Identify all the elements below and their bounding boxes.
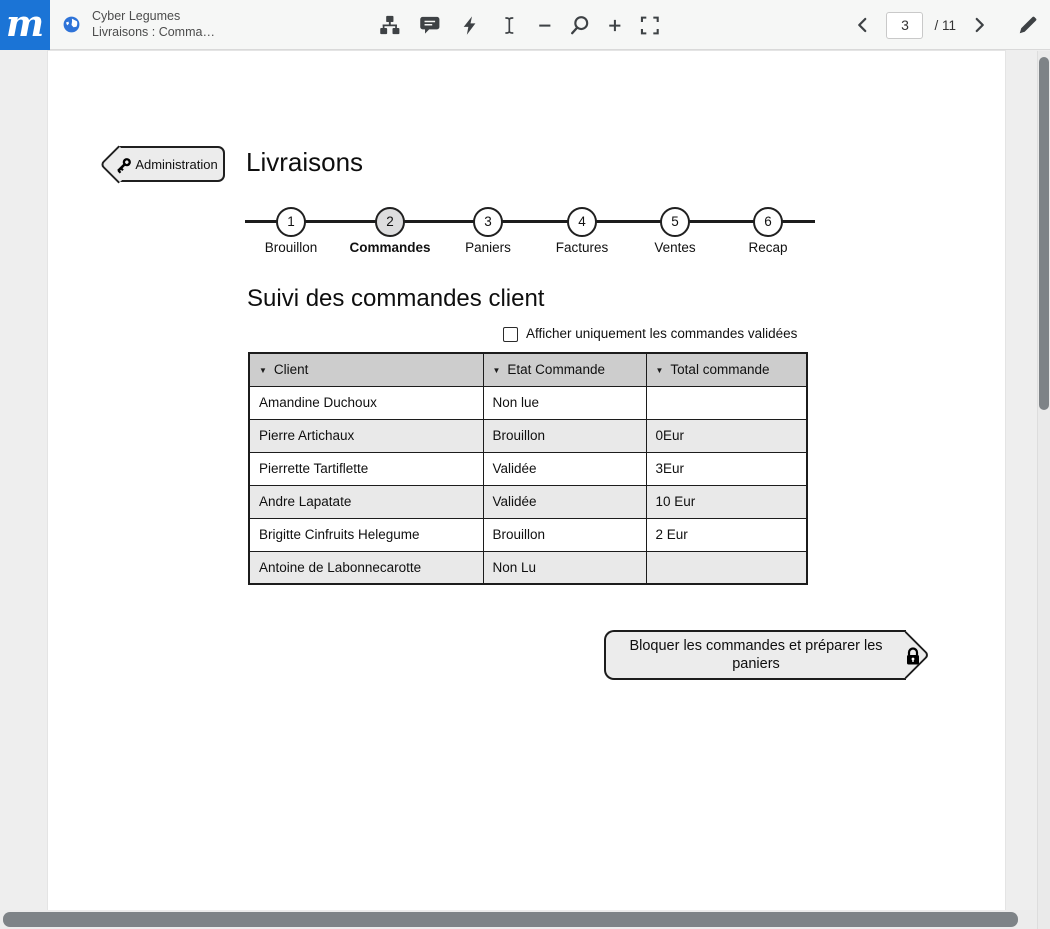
step-label: Paniers [465, 240, 511, 255]
table-cell: Validée [482, 484, 647, 519]
step-circle[interactable]: 6 [753, 207, 783, 237]
table-cell: Non lue [482, 385, 647, 420]
step-label: Commandes [349, 240, 431, 255]
table-cell: 3Eur [645, 451, 808, 486]
orders-table-header-row: ▼Client▼Etat Commande▼Total commande [248, 352, 808, 387]
mockup-name: Livraisons : Comma… [92, 25, 215, 39]
toolbar-right: / 11 [851, 0, 1040, 50]
step-circle[interactable]: 3 [473, 207, 503, 237]
table-cell [645, 385, 808, 420]
vertical-scrollbar-track[interactable] [1037, 51, 1050, 929]
table-cell: Andre Lapatate [248, 484, 484, 519]
stepper-line [245, 220, 815, 223]
column-header[interactable]: ▼Etat Commande [482, 352, 647, 387]
prev-page-icon[interactable] [851, 13, 875, 37]
step-label: Brouillon [264, 240, 318, 255]
table-cell: Pierre Artichaux [248, 418, 484, 453]
table-cell: Non Lu [482, 550, 647, 585]
sort-icon: ▼ [655, 366, 664, 376]
sort-icon: ▼ [259, 366, 267, 376]
block-orders-button[interactable]: Bloquer les commandes et préparer les pa… [604, 630, 931, 680]
table-cell: 2 Eur [645, 517, 808, 552]
vertical-scrollbar-thumb[interactable] [1038, 57, 1049, 410]
app-logo[interactable]: m [0, 0, 50, 50]
filter-checkbox-label: Afficher uniquement les commandes validé… [526, 326, 798, 341]
admin-tag[interactable]: Administration [99, 145, 225, 184]
lightning-icon[interactable] [457, 13, 481, 37]
magnifier-icon[interactable] [567, 13, 591, 37]
block-orders-button-label: Bloquer les commandes et préparer les pa… [629, 638, 883, 672]
pencil-icon[interactable] [1016, 13, 1040, 37]
step-label: Factures [555, 240, 609, 255]
zoom-out-icon[interactable] [537, 13, 551, 37]
column-header[interactable]: ▼Client [248, 352, 484, 387]
column-header[interactable]: ▼Total commande [645, 352, 808, 387]
sort-icon: ▼ [492, 366, 501, 376]
project-name: Cyber Legumes [92, 9, 181, 23]
horizontal-scrollbar-thumb[interactable] [3, 912, 1018, 927]
step-circle[interactable]: 4 [567, 207, 597, 237]
table-cell: Brouillon [482, 418, 647, 453]
step-circle[interactable]: 2 [375, 207, 405, 237]
key-icon [117, 158, 131, 174]
next-page-icon[interactable] [967, 13, 991, 37]
zoom-in-icon[interactable] [607, 13, 621, 37]
step-label: Recap [748, 240, 788, 255]
orders-table: ▼Client▼Etat Commande▼Total commande Ama… [248, 352, 808, 585]
table-cell: Antoine de Labonnecarotte [248, 550, 484, 585]
section-title: Suivi des commandes client [247, 285, 545, 312]
table-cell: Brouillon [482, 517, 647, 552]
step-circle[interactable]: 5 [660, 207, 690, 237]
toolbar-center-icons [377, 0, 661, 50]
lock-icon [907, 647, 919, 665]
table-cell [645, 550, 808, 585]
table-cell: 10 Eur [645, 484, 808, 519]
step-circle[interactable]: 1 [276, 207, 306, 237]
globe-icon [63, 16, 80, 32]
filter-checkbox[interactable] [503, 327, 518, 342]
table-cell: 0Eur [645, 418, 808, 453]
page-total: / 11 [934, 17, 956, 33]
admin-tag-label: Administration [135, 156, 218, 172]
table-cell: Amandine Duchoux [248, 385, 484, 420]
table-cell: Pierrette Tartiflette [248, 451, 484, 486]
page-title: Livraisons [246, 147, 364, 177]
step-label: Ventes [654, 240, 696, 255]
text-cursor-icon[interactable] [497, 13, 521, 37]
comments-icon[interactable] [417, 13, 441, 37]
page-number-input[interactable] [886, 11, 924, 39]
table-cell: Validée [482, 451, 647, 486]
fullscreen-icon[interactable] [637, 13, 661, 37]
sitemap-icon[interactable] [377, 13, 401, 37]
toolbar: m Cyber Legumes Livraisons : Comma… [0, 0, 1050, 50]
table-cell: Brigitte Cinfruits Helegume [248, 517, 484, 552]
horizontal-scrollbar-track[interactable] [0, 910, 1037, 929]
project-info[interactable]: Cyber Legumes Livraisons : Comma… [62, 8, 215, 40]
